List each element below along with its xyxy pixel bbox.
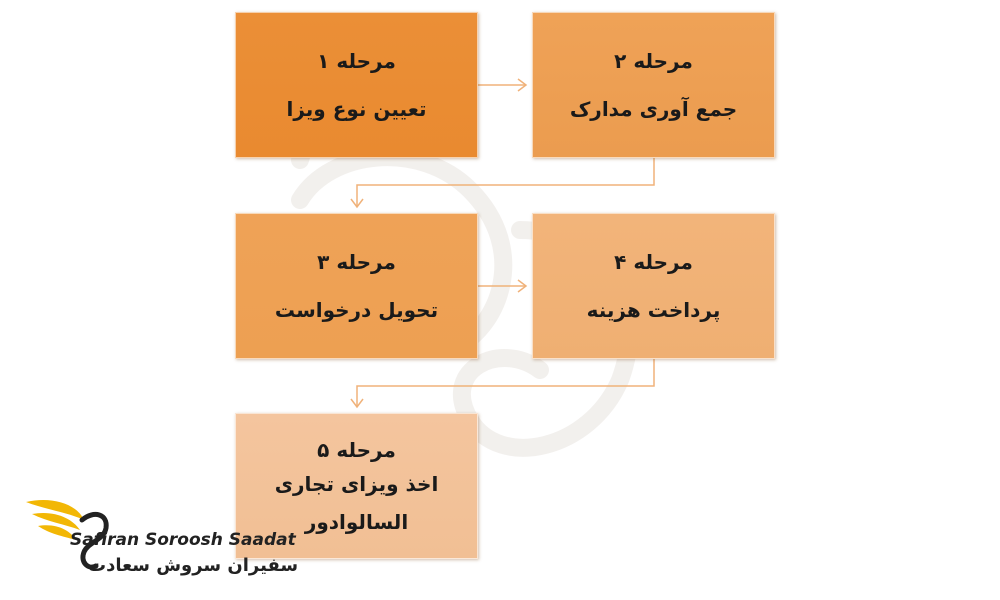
step-2-box: مرحله ۲ جمع آوری مدارک [532,12,775,158]
step-5-title-line1: اخذ ویزای تجاری [274,472,439,496]
step-5-title-line2: السالوادور [304,510,409,534]
logo-name-fa: سفیران سروش سعادت [88,555,299,576]
step-2-label: مرحله ۲ [614,49,693,73]
step-3-title: تحویل درخواست [274,298,439,322]
step-1-box: مرحله ۱ تعیین نوع ویزا [235,12,478,158]
logo-name-en: Safiran Soroosh Saadat [70,530,296,550]
step-2-title: جمع آوری مدارک [569,97,738,121]
step-5-box: مرحله ۵ اخذ ویزای تجاری السالوادور [235,413,478,559]
step-3-box: مرحله ۳ تحویل درخواست [235,213,478,359]
step-4-label: مرحله ۴ [614,250,693,274]
step-4-box: مرحله ۴ پرداخت هزینه [532,213,775,359]
step-3-label: مرحله ۳ [317,250,396,274]
step-1-title: تعیین نوع ویزا [286,97,427,121]
swan-logo-icon [26,500,109,570]
step-5-label: مرحله ۵ [317,438,396,462]
step-1-label: مرحله ۱ [317,49,396,73]
step-4-title: پرداخت هزینه [586,298,721,322]
